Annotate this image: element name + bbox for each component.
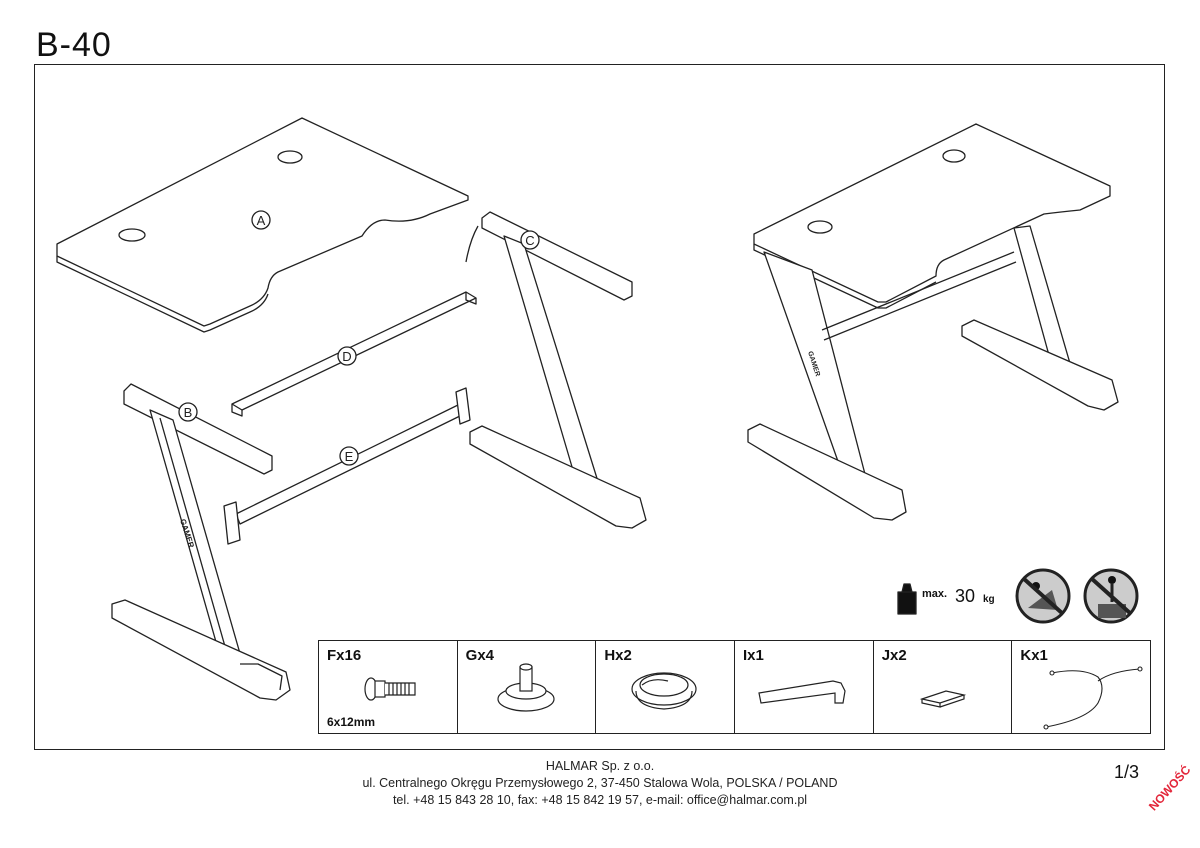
cable-icon xyxy=(1043,666,1143,730)
hardware-label: Hx2 xyxy=(604,647,632,664)
hardware-size: 6x12mm xyxy=(327,715,376,729)
label-circle-b xyxy=(178,402,198,422)
hardware-label: Fx16 xyxy=(327,647,362,664)
hardware-cell-cable: Kx1 xyxy=(1012,641,1150,733)
weight-icon xyxy=(897,583,917,615)
company-contact: tel. +48 15 843 28 10, fax: +48 15 842 1… xyxy=(392,793,808,807)
no-standing-icon xyxy=(1083,568,1139,624)
left-leg-part-b xyxy=(111,383,291,701)
hardware-label: Gx4 xyxy=(465,647,495,664)
page-number: 1/3 xyxy=(1114,762,1140,782)
hardware-cell-allen-key: Ix1 xyxy=(735,641,874,733)
label-circle-c xyxy=(520,230,540,250)
allen-key-icon xyxy=(758,680,846,704)
pad-icon xyxy=(919,690,966,708)
hardware-table: Fx16 6x12mm Gx4 Hx2 Ix1 J xyxy=(318,640,1151,734)
label-e: E xyxy=(345,449,354,464)
label-d: D xyxy=(342,349,351,364)
instruction-frame xyxy=(34,64,1165,750)
no-climbing-icon xyxy=(1015,568,1071,624)
hardware-cell-pad: Jx2 xyxy=(874,641,1013,733)
label-b: B xyxy=(184,405,193,420)
document-title: B-40 xyxy=(36,26,112,64)
bolt-icon xyxy=(364,677,416,701)
max-load-label: max. xyxy=(922,588,948,600)
company-footer: HALMAR Sp. z o.o. ul. Centralnego Okręgu… xyxy=(300,758,900,809)
right-leg-part-c xyxy=(465,211,647,529)
label-circle-e xyxy=(339,446,359,466)
hardware-label: Jx2 xyxy=(881,647,907,664)
label-a: A xyxy=(257,213,266,228)
hardware-cell-bolt: Fx16 6x12mm xyxy=(319,641,458,733)
cable-grommet-icon xyxy=(631,672,697,710)
label-circle-a xyxy=(251,210,271,230)
max-load-value: 30 xyxy=(955,586,976,606)
hardware-cell-foot: Gx4 xyxy=(458,641,597,733)
company-address: ul. Centralnego Okręgu Przemysłowego 2, … xyxy=(362,776,838,790)
company-name: HALMAR Sp. z o.o. xyxy=(545,759,655,773)
leveling-foot-icon xyxy=(497,663,555,712)
label-c: C xyxy=(525,233,534,248)
hardware-label: Kx1 xyxy=(1020,647,1048,664)
label-circle-d xyxy=(337,346,357,366)
assembled-desk xyxy=(747,123,1119,521)
hardware-label: Ix1 xyxy=(743,647,764,664)
max-load-unit: kg xyxy=(983,594,995,605)
hardware-cell-grommet: Hx2 xyxy=(596,641,736,733)
